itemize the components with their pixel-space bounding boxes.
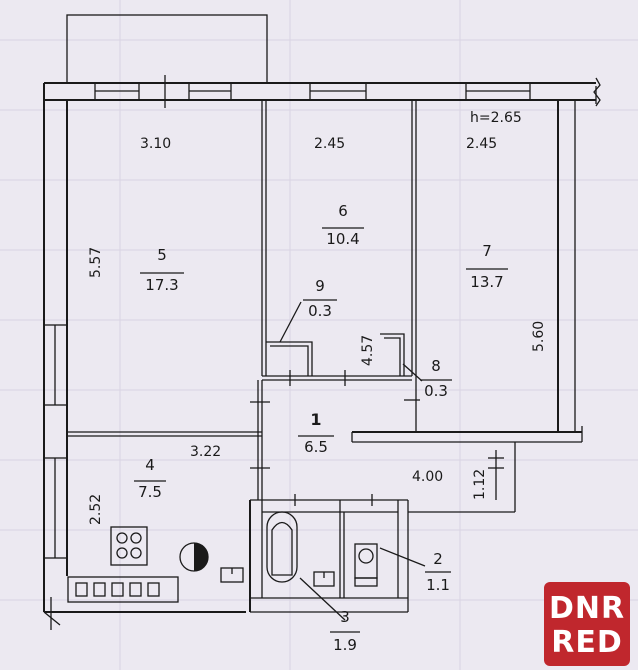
svg-text:7: 7 — [482, 242, 492, 260]
door-marks — [250, 370, 420, 506]
dim-room9-length: 4.57 — [360, 335, 376, 366]
top-windows — [94, 75, 531, 108]
dim-room7-width: 2.45 — [466, 136, 497, 152]
svg-text:DNR: DNR — [549, 591, 625, 626]
svg-text:13.7: 13.7 — [470, 273, 503, 291]
svg-text:1.1: 1.1 — [426, 576, 450, 594]
dim-room4-length: 2.52 — [88, 494, 104, 525]
svg-text:6.5: 6.5 — [304, 438, 328, 456]
boiler-icon — [179, 542, 209, 572]
dim-room5-width: 3.10 — [140, 136, 171, 152]
svg-text:17.3: 17.3 — [145, 276, 178, 294]
interior-walls — [67, 100, 583, 613]
dim-room6-width: 2.45 — [314, 136, 345, 152]
svg-text:0.3: 0.3 — [308, 302, 332, 320]
dim-room7-length: 5.60 — [531, 321, 547, 352]
svg-text:6: 6 — [338, 202, 348, 220]
dnr-red-logo: DNR RED — [544, 582, 630, 666]
svg-text:1: 1 — [310, 410, 321, 429]
left-windows — [43, 324, 68, 559]
room-4-label: 4 7.5 — [134, 456, 166, 501]
svg-text:4: 4 — [145, 456, 155, 474]
outer-walls — [43, 77, 601, 630]
balcony — [66, 14, 268, 84]
sink-icon — [313, 571, 335, 587]
svg-text:2: 2 — [433, 550, 443, 568]
dim-room5-length: 5.57 — [88, 247, 104, 278]
svg-text:RED: RED — [551, 625, 623, 660]
dim-room4-width: 3.22 — [190, 444, 221, 460]
kitchen-sink-icon — [220, 567, 244, 583]
height-label: h=2.65 — [470, 110, 522, 126]
room-1-label: 1 6.5 — [298, 410, 334, 456]
svg-text:3: 3 — [340, 608, 350, 626]
radiator-icon — [67, 576, 179, 603]
room-6-label: 6 10.4 — [322, 202, 364, 248]
bathtub-icon — [266, 511, 298, 583]
room-8-label: 8 0.3 — [420, 357, 452, 400]
room-7-label: 7 13.7 — [466, 242, 508, 291]
svg-text:1.9: 1.9 — [333, 636, 357, 654]
svg-text:8: 8 — [431, 357, 441, 375]
leader-lines — [279, 301, 426, 621]
stove-icon — [110, 526, 148, 566]
svg-text:7.5: 7.5 — [138, 483, 162, 501]
room-5-label: 5 17.3 — [140, 246, 184, 294]
room-3-label: 3 1.9 — [330, 608, 360, 654]
room-2-label: 2 1.1 — [425, 550, 451, 594]
svg-text:5: 5 — [157, 246, 167, 264]
svg-text:0.3: 0.3 — [424, 382, 448, 400]
dim-hall-width: 4.00 — [412, 469, 443, 485]
svg-text:9: 9 — [315, 277, 325, 295]
dim-hall-depth: 1.12 — [472, 469, 488, 500]
room-9-label: 9 0.3 — [303, 277, 337, 320]
svg-text:10.4: 10.4 — [326, 230, 359, 248]
toilet-icon — [354, 543, 378, 587]
dimension-ticks — [488, 86, 597, 500]
